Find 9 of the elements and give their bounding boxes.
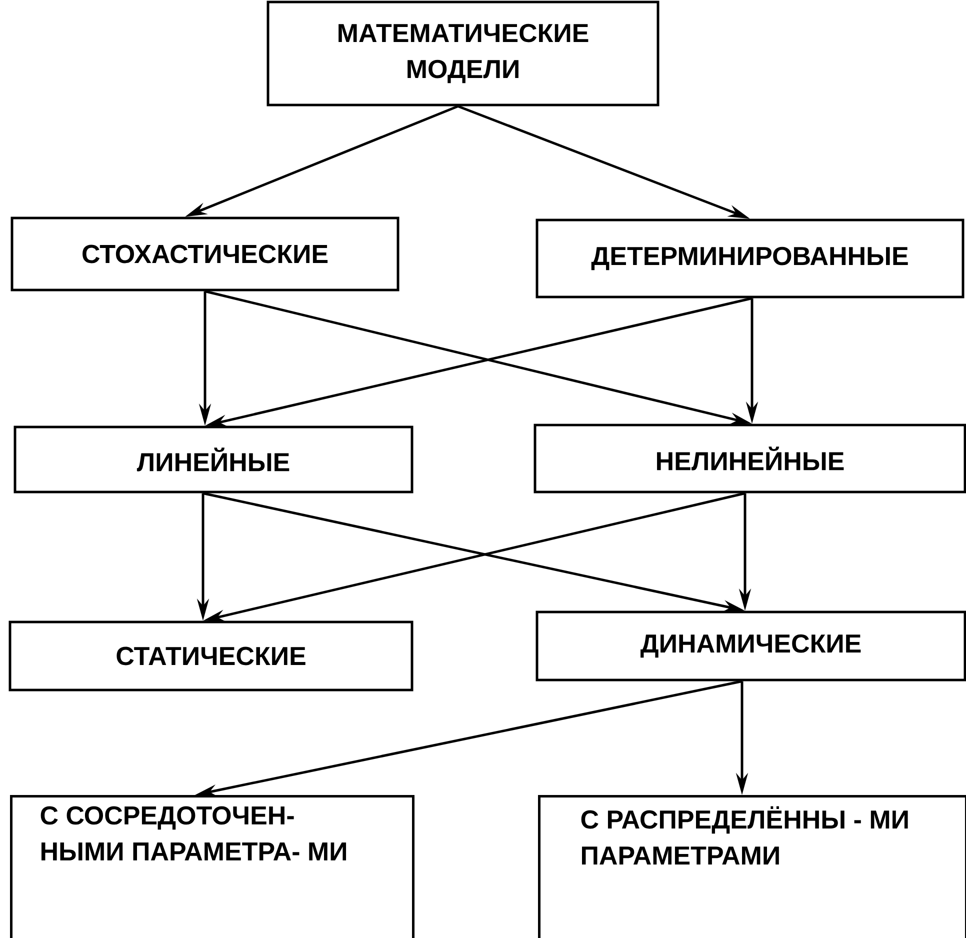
category-box: ЛИНЕЙНЫЕ — [14, 426, 414, 494]
category-box: С СОСРЕДОТОЧЕН- НЫМИ ПАРАМЕТРА- МИ — [10, 795, 414, 938]
category-box: НЕЛИНЕЙНЫЕ — [534, 424, 966, 494]
category-box: СТОХАСТИЧЕСКИЕ — [10, 216, 400, 292]
category-box: МАТЕМАТИЧЕСКИЕ МОДЕЛИ — [266, 0, 660, 106]
category-box: СТАТИЧЕСКИЕ — [8, 620, 414, 692]
category-box: С РАСПРЕДЕЛЁННЫ - МИ ПАРАМЕТРАМИ — [538, 795, 966, 938]
category-box: ДИНАМИЧЕСКИЕ — [536, 610, 966, 682]
category-box: ДЕТЕРМИНИРОВАННЫЕ — [536, 218, 964, 298]
